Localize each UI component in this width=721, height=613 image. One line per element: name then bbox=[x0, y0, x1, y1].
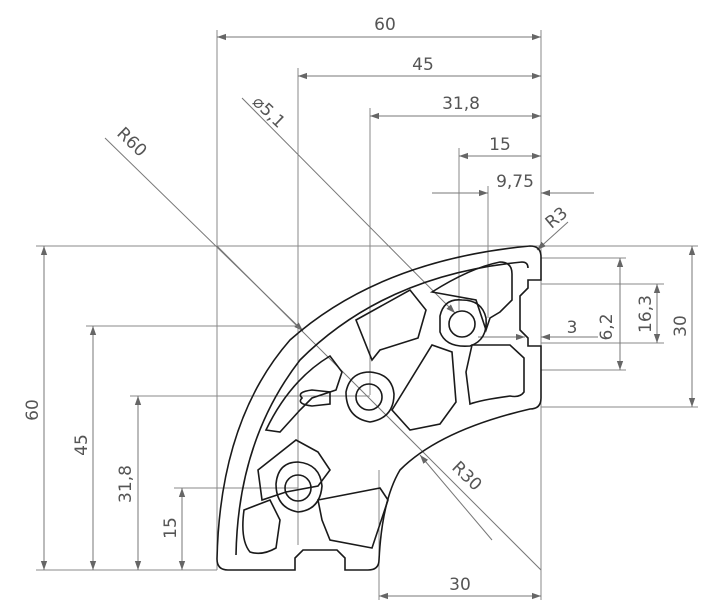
dim-top-60: 60 bbox=[374, 15, 396, 35]
dim-top-9-75: 9,75 bbox=[496, 172, 534, 192]
dim-left-15: 15 bbox=[161, 517, 181, 539]
dim-hole-diameter: ⌀5,1 bbox=[248, 92, 289, 132]
chamber-bottom bbox=[317, 487, 389, 549]
chamber-mid bbox=[354, 288, 427, 362]
hole-upper-right bbox=[448, 310, 476, 338]
dim-left-45: 45 bbox=[72, 434, 92, 456]
dim-top-45: 45 bbox=[412, 55, 434, 75]
dim-radius-r3: R3 bbox=[542, 203, 572, 233]
dim-right-3: 3 bbox=[567, 318, 578, 338]
chamber-right bbox=[465, 344, 525, 406]
chamber-upper bbox=[429, 261, 513, 333]
hole-lower-left-boss bbox=[275, 461, 323, 513]
extension-lines bbox=[36, 30, 698, 600]
slot-left bbox=[299, 389, 331, 407]
dim-right-6-2: 6,2 bbox=[597, 313, 617, 340]
chamber-lower-left bbox=[257, 439, 331, 502]
dim-right-30: 30 bbox=[671, 315, 691, 337]
dim-right-16-3: 16,3 bbox=[636, 295, 656, 333]
chamber-lower-mid bbox=[391, 344, 457, 431]
dim-top-31-8: 31,8 bbox=[442, 94, 480, 114]
hole-center bbox=[355, 383, 383, 411]
hole-lower-left bbox=[284, 474, 312, 502]
dim-left-31-8: 31,8 bbox=[116, 465, 136, 503]
hole-center-boss bbox=[345, 371, 395, 423]
chamber-bottom-left bbox=[242, 498, 281, 555]
dim-radius-r60: R60 bbox=[112, 124, 150, 162]
hole-upper-right-boss bbox=[439, 299, 487, 348]
dimension-lines bbox=[40, 33, 696, 600]
inner-arc-outline bbox=[235, 261, 529, 556]
profile-outline bbox=[216, 245, 542, 571]
chamber-left bbox=[264, 354, 343, 433]
dimension-labels: 60 45 31,8 15 9,75 R3 R60 ⌀5,1 3 6,2 16,… bbox=[23, 15, 691, 595]
dim-bottom-30: 30 bbox=[449, 575, 471, 595]
dim-left-60: 60 bbox=[23, 399, 43, 421]
dim-top-15: 15 bbox=[489, 135, 511, 155]
dim-radius-r30: R30 bbox=[447, 458, 485, 496]
outer-contour bbox=[216, 245, 542, 571]
